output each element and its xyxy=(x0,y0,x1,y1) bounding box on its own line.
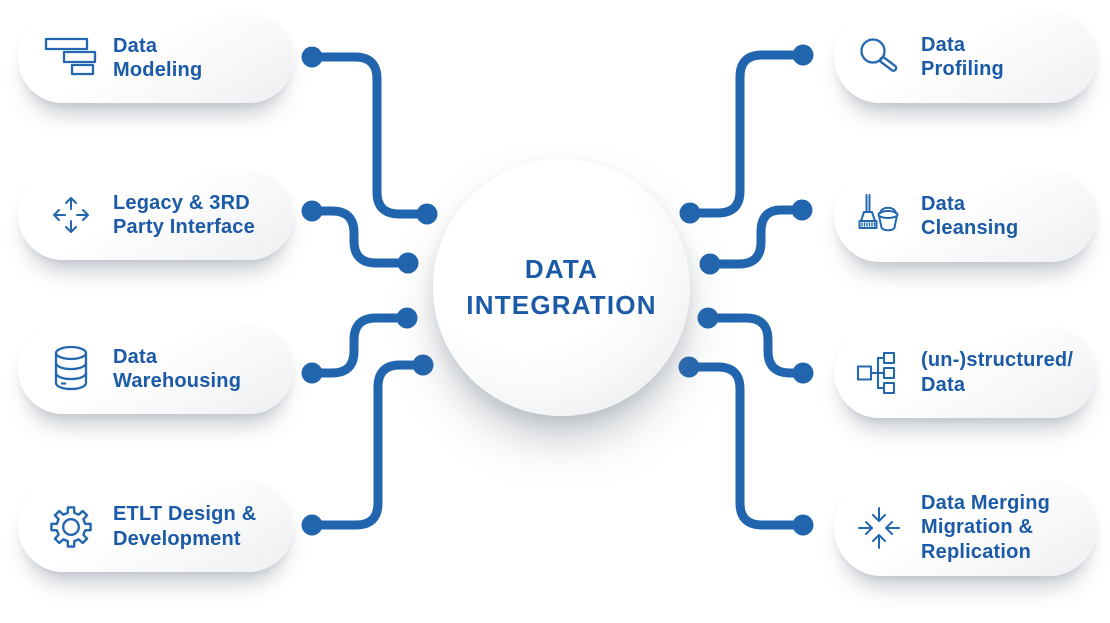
connector-data-warehousing xyxy=(307,313,412,378)
pill-etlt-design: ETLT Design & Development xyxy=(18,481,294,572)
connector-etlt-design xyxy=(307,360,428,530)
tree-structure-icon xyxy=(852,349,906,397)
pill-label: ETLT Design & Development xyxy=(113,503,257,550)
pill-label: Data Warehousing xyxy=(113,345,242,392)
connector-data-merging xyxy=(684,362,808,530)
connector-legacy-interface xyxy=(307,206,413,268)
pill-label: Data Merging Migration & Replication xyxy=(921,491,1051,563)
pill-label: Data Profiling xyxy=(921,33,1004,80)
pill-data-profiling: Data Profiling xyxy=(834,11,1097,103)
pill-label: Data Cleansing xyxy=(921,192,1019,239)
magnifier-icon xyxy=(852,36,906,78)
staggered-bars-icon xyxy=(44,37,98,79)
pill-label: Data Modeling xyxy=(113,34,203,81)
database-icon xyxy=(44,344,98,394)
pill-data-cleansing: Data Cleansing xyxy=(834,170,1097,262)
connector-dots xyxy=(301,44,814,536)
pill-data-warehousing: Data Warehousing xyxy=(18,324,294,414)
pill-label: (un-)structured/ Data xyxy=(921,349,1074,396)
converging-arrows-icon xyxy=(852,504,906,552)
connector-data-modeling xyxy=(307,52,432,219)
connector-data-profiling xyxy=(685,50,808,218)
center-node: DATA INTEGRATION xyxy=(433,159,690,416)
diagram-title: DATA INTEGRATION xyxy=(466,254,657,320)
pill-data-modeling: Data Modeling xyxy=(18,13,294,103)
move-arrows-icon xyxy=(44,191,98,239)
gear-icon xyxy=(44,502,98,552)
pill-label: Legacy & 3RD Party Interface xyxy=(113,191,255,238)
connector-data-cleansing xyxy=(705,205,807,269)
pill-unstructured-data: (un-)structured/ Data xyxy=(834,327,1097,418)
pill-legacy-interface: Legacy & 3RD Party Interface xyxy=(18,170,294,260)
pill-data-merging: Data Merging Migration & Replication xyxy=(834,479,1097,576)
broom-bucket-icon xyxy=(852,192,906,240)
connector-unstructured-data xyxy=(703,313,808,378)
